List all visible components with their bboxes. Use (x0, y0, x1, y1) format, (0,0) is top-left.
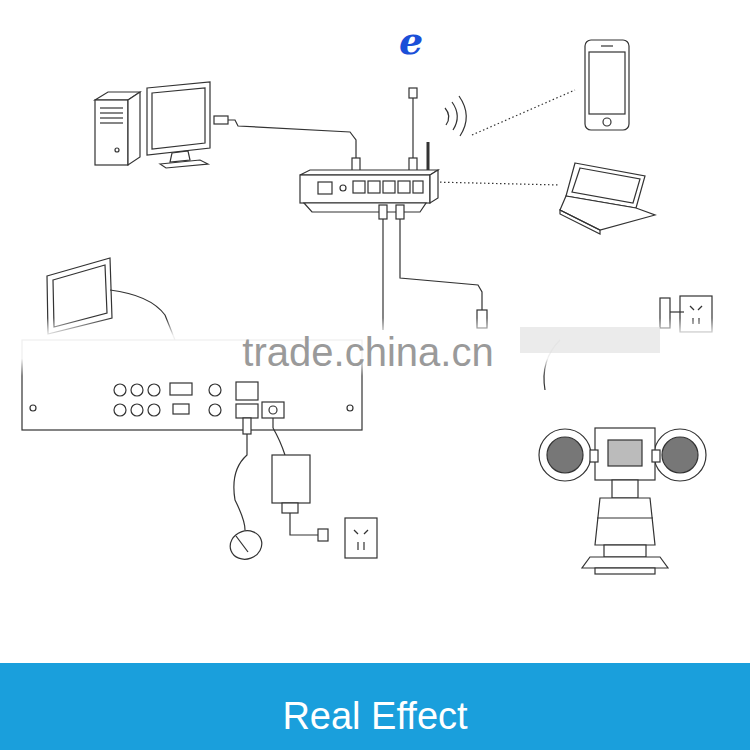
watermark-text: trade.china.cn (242, 330, 493, 375)
camera-cables (379, 205, 487, 330)
internet-cable (409, 88, 417, 172)
laptop (560, 163, 655, 234)
mouse (226, 418, 266, 564)
wireless-link (432, 182, 560, 185)
watermark-band (0, 318, 750, 376)
caption-bar (0, 663, 750, 750)
internet-logo: e (399, 18, 423, 63)
ethernet-cable (214, 116, 360, 172)
router (300, 142, 438, 212)
caption-text: Real Effect (282, 695, 467, 738)
watermark-bar (520, 327, 660, 353)
power-adapter (272, 418, 377, 558)
pc-monitor (147, 82, 210, 168)
pc-tower (95, 92, 140, 165)
wifi-signal (445, 96, 466, 136)
smartphone (585, 40, 629, 130)
wireless-link (472, 90, 575, 135)
